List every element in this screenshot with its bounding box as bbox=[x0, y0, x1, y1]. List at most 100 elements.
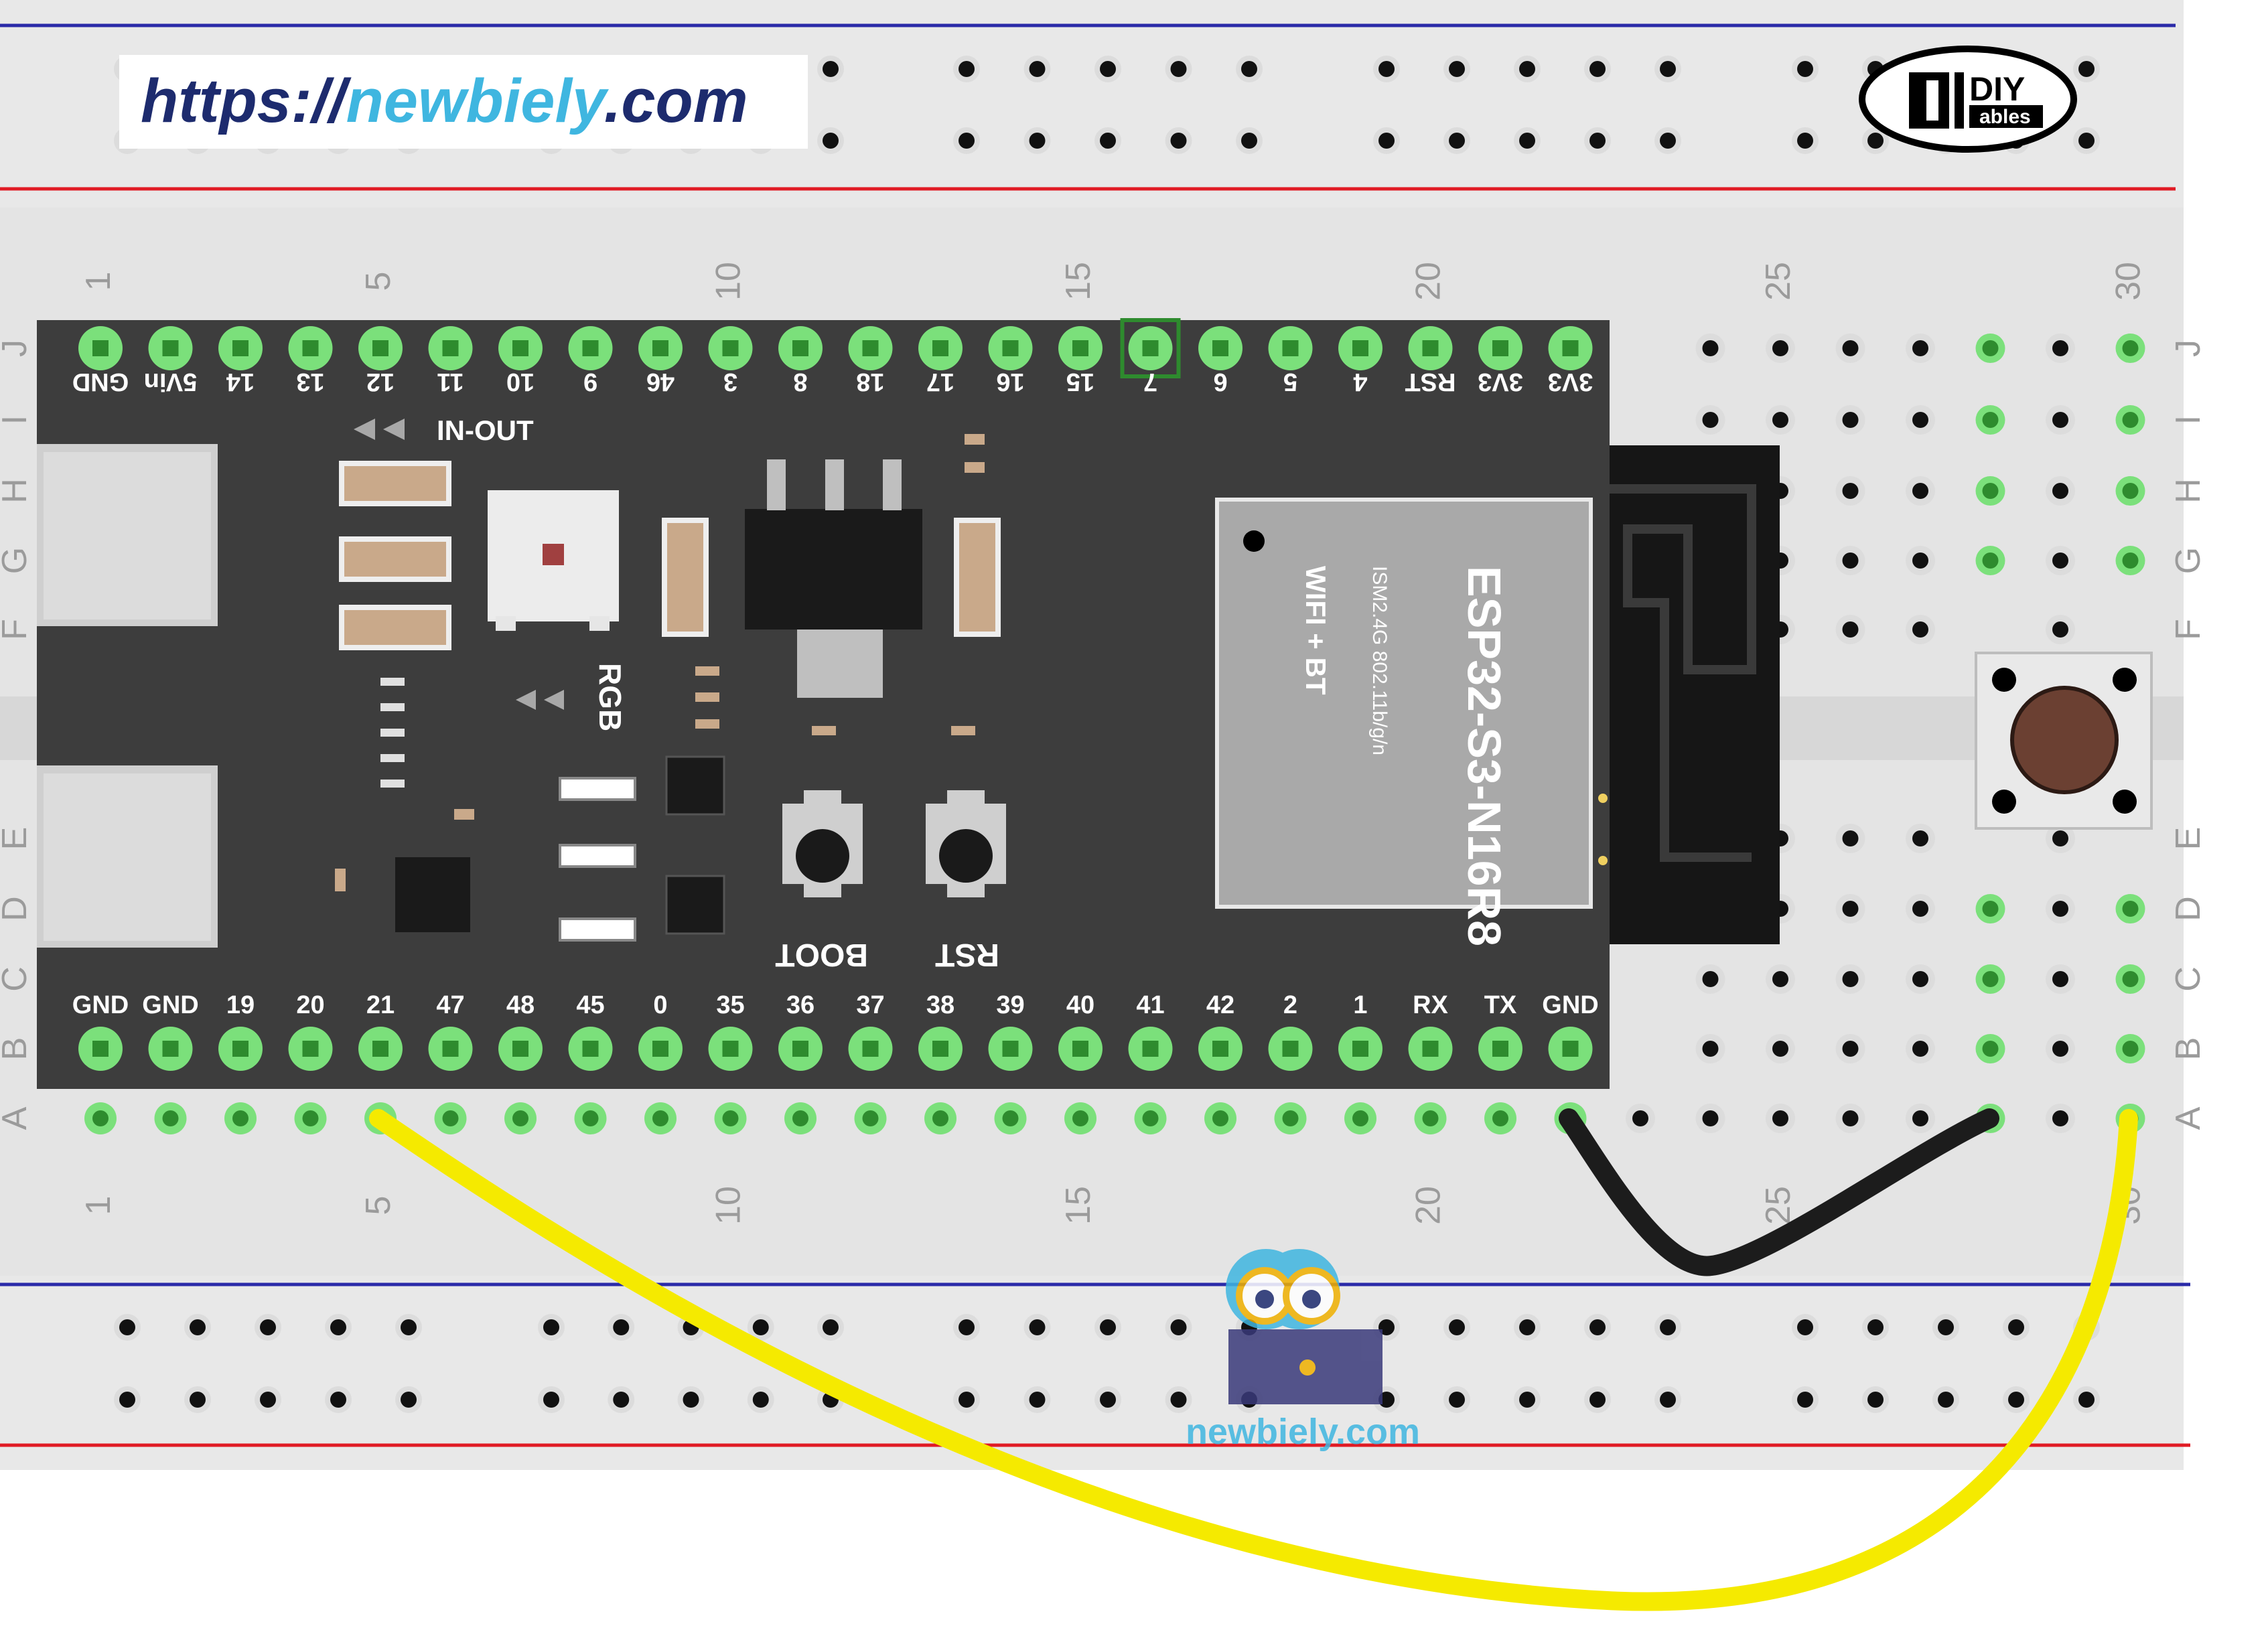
hole-center bbox=[1912, 340, 1928, 356]
rail-hole-center bbox=[543, 1319, 559, 1335]
rail-hole-center bbox=[330, 1392, 346, 1408]
in-out-label: IN-OUT bbox=[437, 415, 534, 446]
url-suffix: .com bbox=[604, 67, 748, 135]
bottom-pin-label: 42 bbox=[1206, 991, 1234, 1019]
capacitor bbox=[339, 461, 451, 506]
rail-hole-center bbox=[823, 1319, 839, 1335]
top-pin-label: 4 bbox=[1353, 368, 1367, 396]
logo-ables-text: ables bbox=[1979, 106, 2031, 128]
wifi-module bbox=[1215, 498, 1593, 909]
pin-square bbox=[932, 1041, 948, 1057]
hole-center bbox=[1982, 1041, 1999, 1057]
top-pin-label: 12 bbox=[366, 368, 395, 396]
rst-button[interactable] bbox=[926, 790, 1006, 897]
hole-center bbox=[2122, 901, 2139, 917]
pin-square bbox=[582, 340, 599, 356]
pin-square bbox=[512, 1041, 528, 1057]
hole-center bbox=[442, 1110, 459, 1126]
bottom-pin-label: 38 bbox=[926, 991, 954, 1019]
top-pin-label: 7 bbox=[1143, 368, 1157, 396]
column-number: 20 bbox=[1409, 262, 1448, 301]
rail-hole-center bbox=[190, 1392, 206, 1408]
smd-led bbox=[559, 844, 636, 868]
pin-square bbox=[1422, 1041, 1439, 1057]
bottom-pin-label: TX bbox=[1484, 991, 1517, 1019]
rail-hole-center bbox=[1170, 1392, 1187, 1408]
hole-center bbox=[1772, 340, 1788, 356]
pin-square bbox=[1422, 340, 1439, 356]
bottom-pin-label: 40 bbox=[1066, 991, 1094, 1019]
top-pin-label: RST bbox=[1405, 368, 1456, 396]
row-letter: G bbox=[2169, 547, 2208, 574]
hole-center bbox=[1142, 1110, 1159, 1126]
hole-center bbox=[302, 1110, 319, 1126]
bottom-pin-label: 37 bbox=[856, 991, 884, 1019]
rail-hole-center bbox=[1029, 133, 1046, 149]
logo-diy-text: DIY bbox=[1969, 70, 2025, 108]
hole-center bbox=[1982, 971, 1999, 987]
watermark-text: newbiely.com bbox=[1186, 1412, 1420, 1452]
hole-center bbox=[1772, 412, 1788, 428]
column-number: 25 bbox=[1759, 1186, 1798, 1225]
pushbutton[interactable] bbox=[1975, 652, 2153, 830]
rail-hole-center bbox=[260, 1319, 276, 1335]
rail-hole-center bbox=[1519, 133, 1535, 149]
rail-hole-center bbox=[1100, 1392, 1116, 1408]
hole-center bbox=[792, 1110, 808, 1126]
hole-center bbox=[1282, 1110, 1299, 1126]
pin-square bbox=[372, 340, 388, 356]
row-letter: E bbox=[2169, 827, 2208, 851]
rail-hole-center bbox=[1938, 1319, 1954, 1335]
hole-center bbox=[1842, 483, 1859, 499]
capacitor bbox=[954, 518, 1001, 637]
rail-hole-center bbox=[1519, 1392, 1535, 1408]
pushbutton-cap bbox=[2010, 686, 2119, 794]
hole-center bbox=[2052, 901, 2068, 917]
rail-hole-center bbox=[1029, 61, 1046, 77]
rail-hole-center bbox=[119, 1319, 135, 1335]
usb-chip bbox=[395, 857, 470, 932]
pin-square bbox=[722, 1041, 739, 1057]
rail-hole-center bbox=[1449, 1392, 1465, 1408]
hole-center bbox=[1912, 1110, 1928, 1126]
smd-led bbox=[559, 777, 636, 801]
rail-hole-center bbox=[1449, 133, 1465, 149]
rgb-arrow bbox=[516, 690, 536, 710]
rail-hole-center bbox=[752, 1319, 769, 1335]
top-pin-label: 5Vin bbox=[144, 368, 198, 396]
top-pin-label: 16 bbox=[996, 368, 1024, 396]
bottom-pin-label: 41 bbox=[1136, 991, 1164, 1019]
pin-square bbox=[232, 340, 249, 356]
hole-center bbox=[1492, 1110, 1508, 1126]
rail-hole-center bbox=[1589, 61, 1606, 77]
pin-square bbox=[92, 1041, 109, 1057]
rail-hole-center bbox=[2008, 1319, 2024, 1335]
pin-square bbox=[302, 1041, 319, 1057]
hole-center bbox=[2052, 971, 2068, 987]
hole-center bbox=[1842, 412, 1859, 428]
top-pin-label: 17 bbox=[926, 368, 954, 396]
hole-center bbox=[1982, 412, 1999, 428]
hole-center bbox=[2122, 412, 2139, 428]
rail-hole-center bbox=[1170, 1319, 1187, 1335]
rail-hole-center bbox=[2078, 133, 2095, 149]
wire-yellow bbox=[369, 1109, 2138, 1611]
diyables-logo: DIY ables bbox=[1859, 46, 2077, 153]
pin-square bbox=[652, 340, 668, 356]
led-chip bbox=[665, 875, 725, 935]
rgb-label: RGB bbox=[593, 663, 628, 731]
voltage-regulator bbox=[745, 509, 922, 630]
rail-hole-center bbox=[959, 133, 975, 149]
bottom-pin-label: 39 bbox=[996, 991, 1024, 1019]
hole-center bbox=[652, 1110, 668, 1126]
hole-center bbox=[2052, 830, 2068, 846]
rail-hole-center bbox=[959, 1392, 975, 1408]
hole-center bbox=[1702, 1110, 1719, 1126]
hole-center bbox=[1842, 1041, 1859, 1057]
module-name: ESP32-S3-N16R8 bbox=[1458, 566, 1510, 946]
row-letter: E bbox=[0, 827, 34, 851]
boot-button[interactable] bbox=[782, 790, 863, 897]
rail-hole-center bbox=[1660, 1319, 1676, 1335]
pin-square bbox=[372, 1041, 388, 1057]
top-pin-label: 13 bbox=[296, 368, 324, 396]
